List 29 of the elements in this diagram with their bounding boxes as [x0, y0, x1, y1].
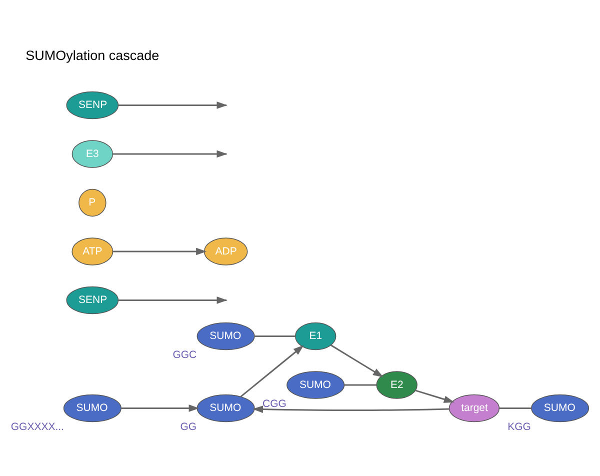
- node-label: GGXXXX...: [10, 421, 64, 434]
- node-ellipse: SUMO: [286, 371, 345, 399]
- node-label: GG: [180, 421, 197, 434]
- node-label: KGG: [508, 421, 531, 434]
- label: SUMOylation cascade: [26, 48, 160, 63]
- connector: [254, 336, 296, 337]
- node-ellipse: SUMO: [531, 394, 590, 422]
- connector: [499, 408, 532, 409]
- node-ellipse: E1: [294, 322, 336, 350]
- node-circle: P: [78, 188, 106, 217]
- node-ellipse: SUMO: [196, 394, 255, 422]
- arrow: [415, 390, 454, 403]
- node-label: GGC: [172, 349, 197, 362]
- arrow: [121, 404, 200, 412]
- arrow: [330, 344, 384, 378]
- node-ellipse: ADP: [204, 238, 248, 266]
- arrow: [112, 248, 207, 256]
- arrow: [252, 406, 450, 413]
- node-ellipse: SENP: [66, 286, 119, 314]
- node-ellipse: target: [448, 394, 500, 422]
- node-label: CGG: [262, 398, 286, 410]
- arrow: [240, 345, 304, 398]
- node-ellipse: E3: [72, 140, 114, 168]
- connector: [344, 384, 376, 386]
- node-ellipse: SENP: [66, 91, 119, 120]
- node-ellipse: E2: [376, 371, 418, 399]
- node-ellipse: ATP: [72, 238, 114, 266]
- node-ellipse: SUMO: [63, 394, 122, 422]
- node-ellipse: SUMO: [196, 322, 255, 350]
